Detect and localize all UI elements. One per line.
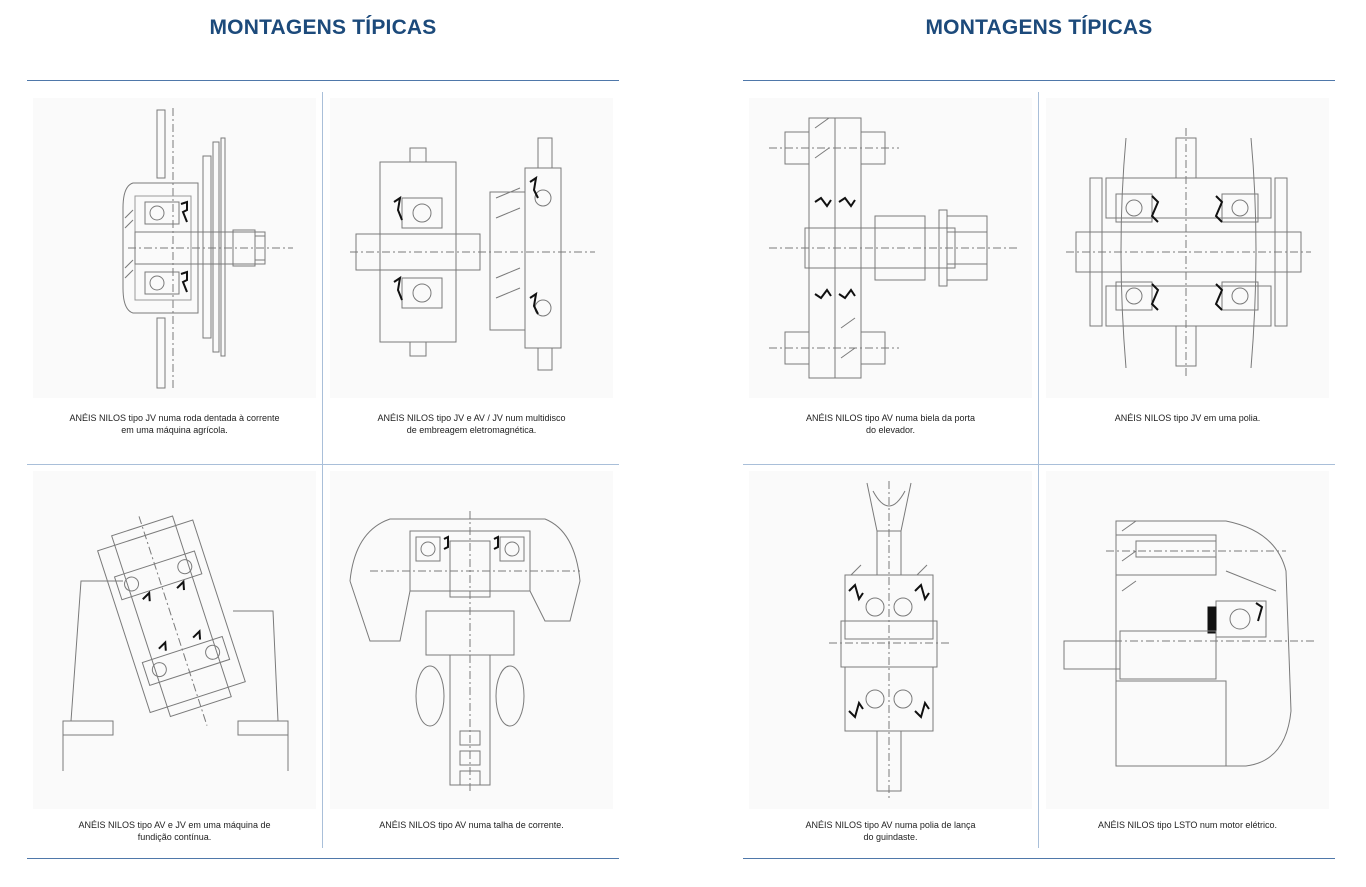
top-rule <box>743 80 1335 81</box>
elevator-door-link-drawing <box>749 98 1032 398</box>
figure-clutch: ANÉIS NILOS tipo JV e AV / JV num multid… <box>324 94 619 462</box>
sprocket-wheel-drawing <box>33 98 316 398</box>
chain-hoist-drawing <box>330 471 613 809</box>
left-page: MONTAGENS TÍPICAS <box>27 0 619 887</box>
figure-caption: ANÉIS NILOS tipo JV e AV / JV num multid… <box>377 413 566 435</box>
figure-caption: ANÉIS NILOS tipo AV numa biela da porta … <box>806 413 975 435</box>
figure-chain-hoist: ANÉIS NILOS tipo AV numa talha de corren… <box>324 467 619 855</box>
page-title: MONTAGENS TÍPICAS <box>925 16 1153 39</box>
figure-caption: ANÉIS NILOS tipo AV numa talha de corren… <box>379 820 564 830</box>
figure-sprocket: ANÉIS NILOS tipo JV numa roda dentada à … <box>27 94 322 462</box>
grid-divider-vertical <box>1038 92 1039 848</box>
electric-motor-drawing <box>1046 471 1329 809</box>
figure-caption: ANÉIS NILOS tipo JV numa roda dentada à … <box>69 413 280 435</box>
grid-divider-horizontal <box>743 464 1335 465</box>
figure-pulley: ANÉIS NILOS tipo JV em uma polia. <box>1040 94 1335 462</box>
figure-caption: ANÉIS NILOS tipo JV em uma polia. <box>1114 413 1261 423</box>
figure-crane-sheave: ANÉIS NILOS tipo AV numa polia de lança … <box>743 467 1038 855</box>
bottom-rule <box>743 858 1335 859</box>
page-title: MONTAGENS TÍPICAS <box>209 16 437 39</box>
grid-divider-horizontal <box>27 464 619 465</box>
figure-casting: ANÉIS NILOS tipo AV e JV em uma máquina … <box>27 467 322 855</box>
grid-divider-vertical <box>322 92 323 848</box>
figure-caption: ANÉIS NILOS tipo AV e JV em uma máquina … <box>78 820 271 842</box>
bottom-rule <box>27 858 619 859</box>
casting-machine-drawing <box>33 471 316 809</box>
crane-sheave-drawing <box>749 471 1032 809</box>
right-page: MONTAGENS TÍPICAS <box>743 0 1335 887</box>
top-rule <box>27 80 619 81</box>
figure-caption: ANÉIS NILOS tipo LSTO num motor elétrico… <box>1098 820 1277 830</box>
figure-caption: ANÉIS NILOS tipo AV numa polia de lança … <box>805 820 976 842</box>
figure-electric-motor: ANÉIS NILOS tipo LSTO num motor elétrico… <box>1040 467 1335 855</box>
multi-disc-clutch-drawing <box>330 98 613 398</box>
pulley-drawing <box>1046 98 1329 398</box>
figure-elevator-link: ANÉIS NILOS tipo AV numa biela da porta … <box>743 94 1038 462</box>
